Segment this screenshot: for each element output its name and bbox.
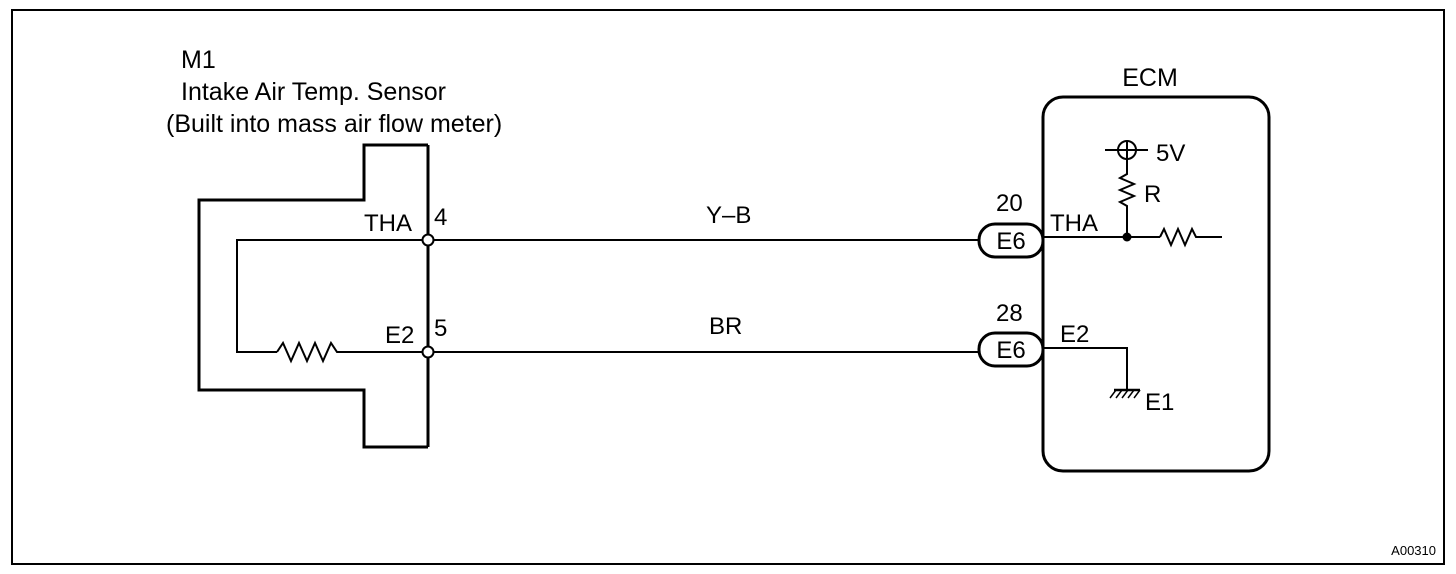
ecm-supply-label: 5V	[1156, 140, 1185, 167]
junction-dot	[1122, 232, 1132, 242]
wire-color-br: BR	[709, 313, 742, 340]
ecm-ground-in-label: E2	[1060, 321, 1089, 348]
connector-pin-20: 20	[996, 190, 1023, 217]
wire-color-y-b: Y–B	[706, 202, 751, 229]
ground-icon	[1109, 389, 1141, 399]
sensor-note: (Built into mass air flow meter)	[166, 110, 502, 138]
internal-resistor-icon	[1159, 226, 1222, 248]
ecm-ground-out-label: E1	[1145, 389, 1174, 416]
sensor-internal-wiring	[236, 239, 422, 353]
ecm-ground-line	[1043, 347, 1128, 390]
ecm-signal-label: THA	[1050, 210, 1098, 237]
connector-code-lower: E6	[996, 337, 1025, 364]
thermistor-icon	[276, 340, 422, 364]
sensor-terminal-5	[421, 345, 435, 359]
connector-code-upper: E6	[996, 228, 1025, 255]
sensor-pin-signal-e2: E2	[385, 322, 414, 349]
pull-up-resistor-icon	[1117, 141, 1137, 237]
sensor-pin-number-4: 4	[434, 204, 447, 231]
sensor-housing	[197, 143, 428, 449]
diagram-frame	[11, 9, 1445, 565]
figure-id: A00310	[1391, 543, 1436, 558]
ecm-resistor-label: R	[1144, 181, 1161, 208]
sensor-pin-signal-tha: THA	[364, 210, 412, 237]
sensor-terminal-4	[421, 233, 435, 247]
sensor-pin-number-5: 5	[434, 315, 447, 342]
sensor-name: Intake Air Temp. Sensor	[181, 78, 446, 106]
connector-pin-28: 28	[996, 300, 1023, 327]
ecm-title: ECM	[1122, 64, 1178, 92]
ecm-box	[1041, 95, 1271, 473]
sensor-code: M1	[181, 46, 216, 74]
